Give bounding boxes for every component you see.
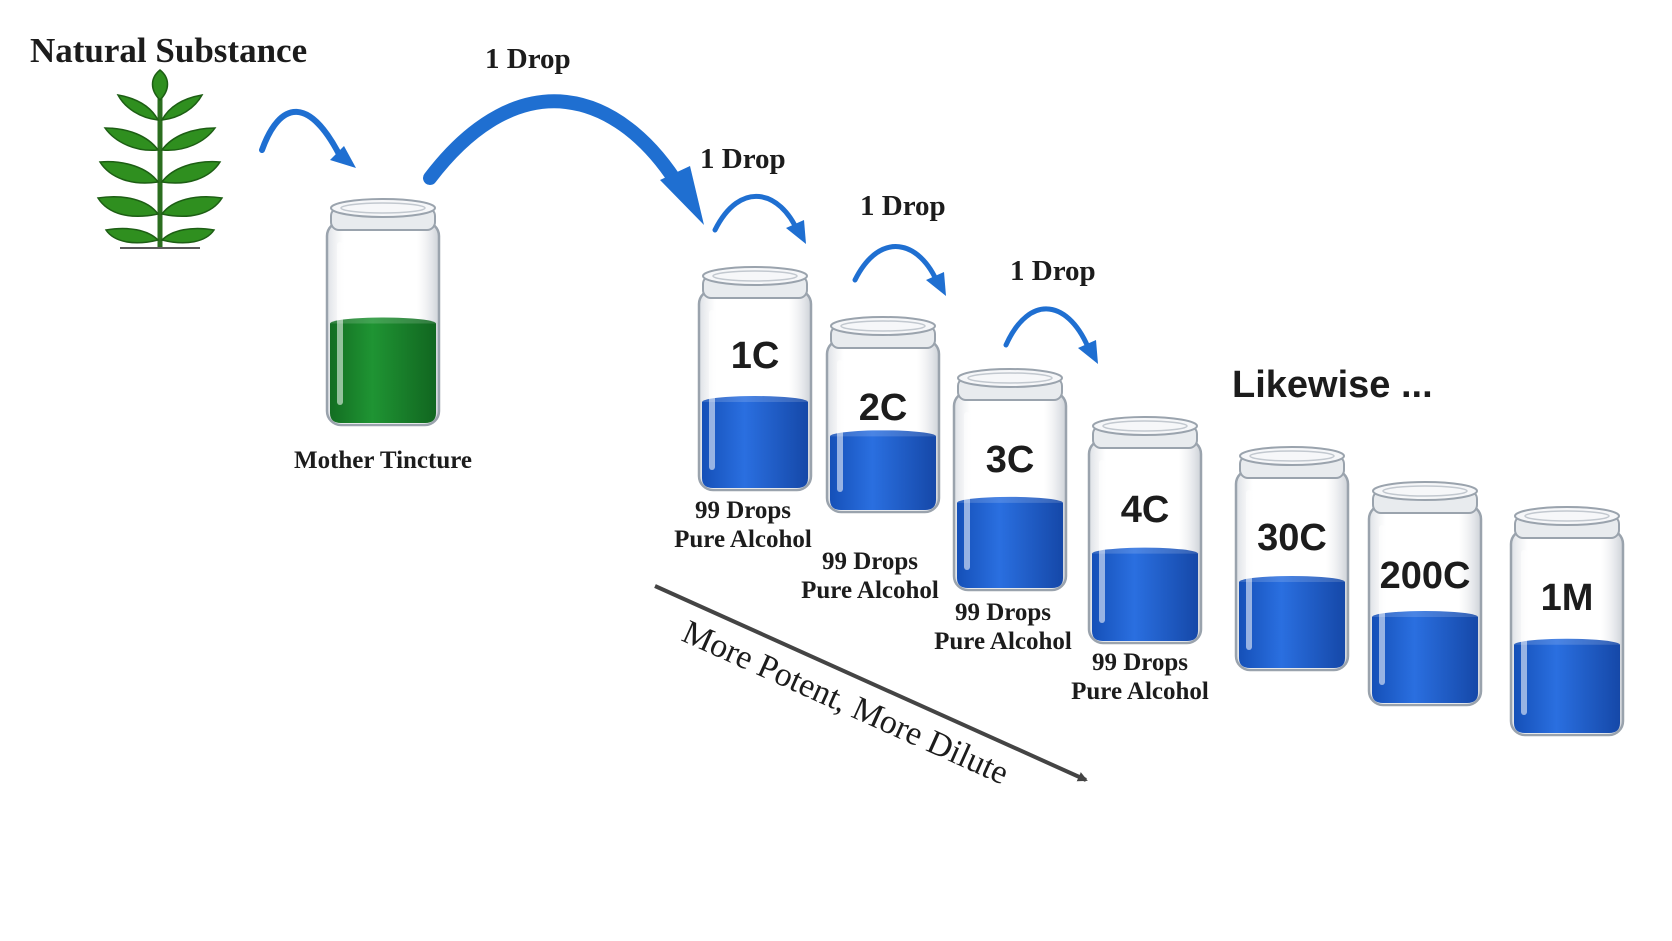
jar-1c-liquid	[702, 402, 808, 488]
arrow-1c-to-2c	[712, 194, 801, 235]
stock-caption-1c-line1: 99 Drops	[695, 497, 791, 524]
jar-1c: 1C	[697, 266, 813, 492]
drop-label-3: 1 Drop	[860, 190, 946, 222]
arrowheads	[330, 146, 1098, 364]
mother-tincture-jar	[325, 198, 441, 427]
jar-200c: 200C	[1367, 481, 1483, 707]
potency-axis-arrow	[654, 584, 1088, 782]
jar-2c-label: 2C	[859, 387, 908, 429]
jar-4c-liquid	[1092, 553, 1198, 641]
jar-2c: 2C	[825, 316, 941, 514]
jar-30c: 30C	[1234, 446, 1350, 672]
arrow-tincture-to-1c	[423, 94, 687, 195]
stock-caption-3c-line1: 99 Drops	[955, 599, 1051, 626]
plant-icon	[96, 69, 224, 249]
drop-label-2: 1 Drop	[700, 143, 786, 175]
diagram-title: Natural Substance	[30, 31, 307, 70]
jar-3c-label: 3C	[986, 439, 1035, 481]
mother-tincture-jar-liquid	[330, 323, 436, 423]
jar-1c-label: 1C	[731, 335, 780, 377]
stock-caption-3c-line2: Pure Alcohol	[934, 628, 1072, 655]
likewise-label: Likewise ...	[1232, 364, 1433, 406]
arrow-plant-to-tincture	[259, 108, 345, 163]
jar-3c-liquid	[957, 502, 1063, 588]
jar-1m-label: 1M	[1541, 577, 1594, 619]
stock-caption-4c-line1: 99 Drops	[1092, 649, 1188, 676]
stock-caption-2c-line1: 99 Drops	[822, 548, 918, 575]
arrow-3c-to-4c	[1003, 306, 1093, 355]
stock-caption-2c-line2: Pure Alcohol	[801, 577, 939, 604]
stock-caption-4c-line2: Pure Alcohol	[1071, 678, 1209, 705]
jar-200c-liquid	[1372, 617, 1478, 703]
jar-2c-liquid	[830, 436, 936, 510]
drop-label-1: 1 Drop	[485, 43, 571, 75]
stock-caption-1c-line2: Pure Alcohol	[674, 526, 812, 553]
flow-arrows	[259, 94, 1093, 355]
arrow-2c-to-3c	[852, 244, 941, 287]
jar-30c-label: 30C	[1257, 517, 1327, 559]
jars-group: 1C 2C 3C 4C 30C 200C 1M	[325, 198, 1625, 737]
jar-4c: 4C	[1087, 416, 1203, 645]
jar-1m: 1M	[1509, 506, 1625, 737]
jar-4c-label: 4C	[1121, 489, 1170, 531]
jar-200c-label: 200C	[1380, 555, 1471, 597]
mother-tincture-label: Mother Tincture	[294, 447, 472, 474]
jar-1m-liquid	[1514, 644, 1620, 733]
jar-3c: 3C	[952, 368, 1068, 592]
jar-30c-liquid	[1239, 582, 1345, 668]
drop-label-4: 1 Drop	[1010, 255, 1096, 287]
